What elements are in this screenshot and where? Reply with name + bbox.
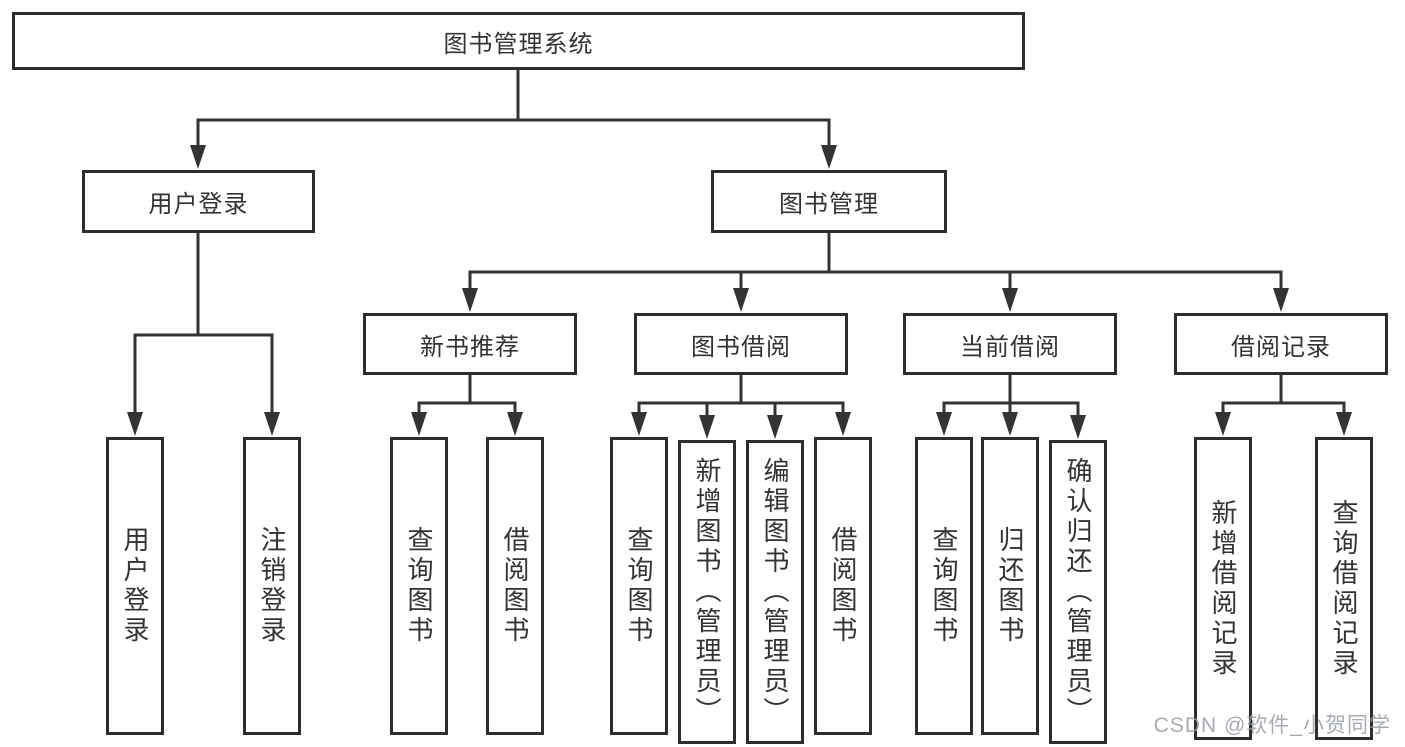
node-current-borrow: 当前借阅 xyxy=(903,313,1117,375)
leaf-logout: 注销登录 xyxy=(243,437,301,735)
node-borrow-records: 借阅记录 xyxy=(1174,313,1388,375)
node-library-system: 图书管理系统 xyxy=(12,12,1025,70)
node-book-management: 图书管理 xyxy=(711,170,947,233)
leaf-return-book: 归还图书 xyxy=(981,437,1039,735)
leaf-edit-book-admin: 编辑图书（管理员） xyxy=(746,440,804,744)
leaf-add-borrow-record: 新增借阅记录 xyxy=(1194,437,1252,740)
csdn-watermark: CSDN @软件_小贺同学 xyxy=(1153,714,1391,737)
node-new-book-recommend: 新书推荐 xyxy=(363,313,577,375)
node-book-borrow: 图书借阅 xyxy=(634,313,848,375)
leaf-user-login: 用户登录 xyxy=(106,437,164,735)
leaf-query-books-current: 查询图书 xyxy=(915,437,973,735)
leaf-query-borrow-record: 查询借阅记录 xyxy=(1315,437,1373,740)
leaf-query-books-borrow: 查询图书 xyxy=(610,437,668,735)
leaf-confirm-return-admin: 确认归还（管理员） xyxy=(1049,440,1107,744)
leaf-borrow-books-recommend: 借阅图书 xyxy=(486,437,544,735)
leaf-borrow-books: 借阅图书 xyxy=(814,437,872,735)
node-user-login: 用户登录 xyxy=(82,170,315,233)
leaf-add-book-admin: 新增图书（管理员） xyxy=(678,440,736,744)
leaf-query-books-recommend: 查询图书 xyxy=(390,437,448,735)
